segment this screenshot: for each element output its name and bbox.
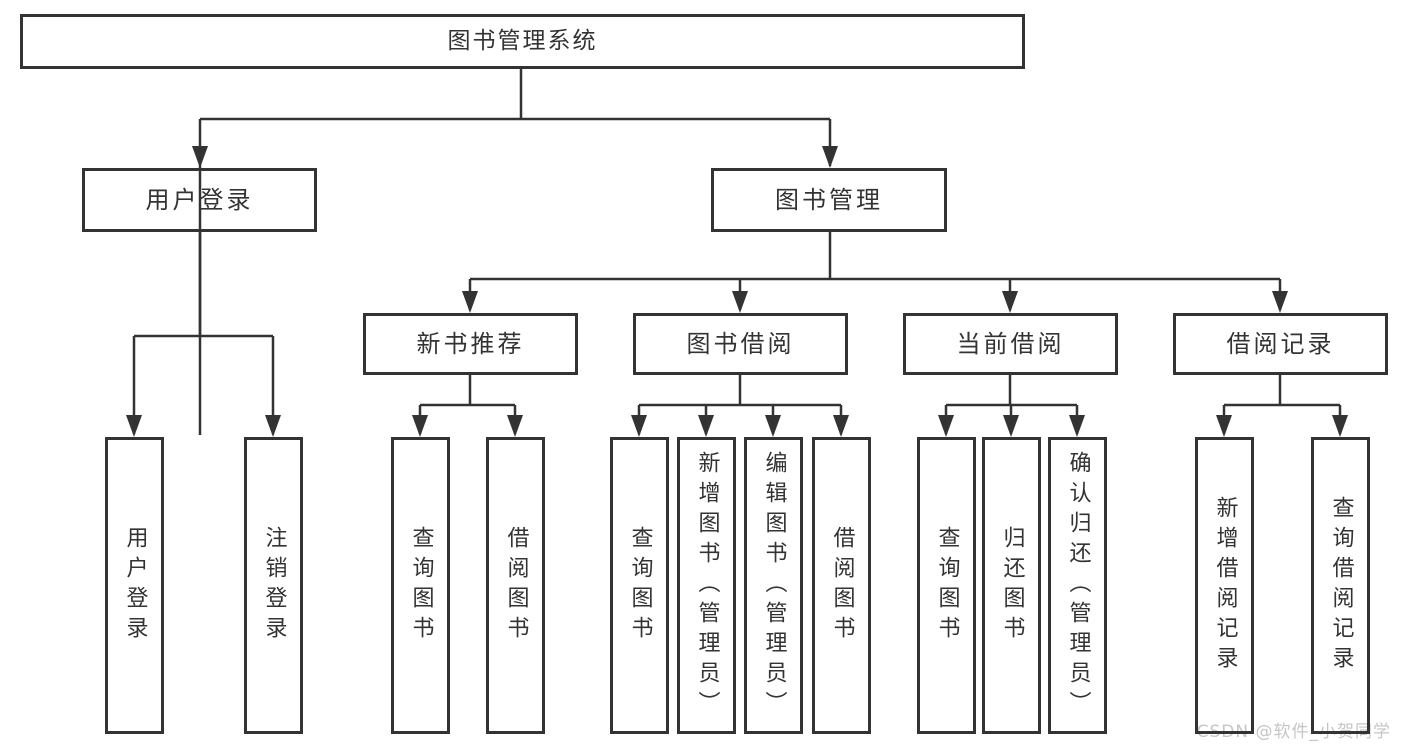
connector-current-borrow-branch xyxy=(944,375,1079,434)
arrowhead xyxy=(631,415,647,437)
leaf-cb-query-books: 查询图书 xyxy=(917,437,976,734)
node-label: 当前借阅 xyxy=(956,330,1065,358)
node-label: 借阅记录 xyxy=(1226,330,1335,358)
arrowhead xyxy=(462,291,478,313)
node-label: 借阅图书 xyxy=(829,525,855,646)
arrowhead xyxy=(265,415,281,437)
arrowhead xyxy=(192,146,208,168)
node-user-login: 用户登录 xyxy=(82,168,317,232)
node-label: 图书管理系统 xyxy=(447,28,598,54)
node-label: 新增图书（管理员） xyxy=(694,450,720,721)
arrowhead xyxy=(126,415,142,437)
arrowhead xyxy=(765,415,781,437)
leaf-cb-return-books: 归还图书 xyxy=(982,437,1041,734)
leaf-nb-borrow-books: 借阅图书 xyxy=(486,437,545,734)
node-borrow-records: 借阅记录 xyxy=(1173,313,1388,375)
node-current-borrow: 当前借阅 xyxy=(903,313,1118,375)
leaf-cb-confirm-return-admin: 确认归还（管理员） xyxy=(1048,437,1107,734)
arrowhead xyxy=(822,146,838,168)
arrowhead xyxy=(1002,291,1018,313)
connector-book-borrow-branch xyxy=(637,375,843,434)
node-label: 确认归还（管理员） xyxy=(1065,450,1091,721)
arrowhead xyxy=(1272,291,1288,313)
node-label: 归还图书 xyxy=(999,525,1025,646)
leaf-bb-query-books: 查询图书 xyxy=(610,437,669,734)
node-label: 查询图书 xyxy=(627,525,653,646)
arrowhead xyxy=(698,415,714,437)
node-label: 编辑图书（管理员） xyxy=(761,450,787,721)
node-label: 查询借阅记录 xyxy=(1328,495,1354,676)
arrowhead xyxy=(732,291,748,313)
arrowhead xyxy=(938,415,954,437)
node-book-management: 图书管理 xyxy=(711,168,947,232)
arrowhead xyxy=(1216,415,1232,437)
node-root: 图书管理系统 xyxy=(20,14,1025,69)
node-label: 查询图书 xyxy=(934,525,960,646)
leaf-bb-borrow-books: 借阅图书 xyxy=(812,437,871,734)
leaf-br-add-record: 新增借阅记录 xyxy=(1195,437,1254,734)
connector-borrow-records-branch xyxy=(1222,375,1342,434)
node-label: 查询图书 xyxy=(408,525,434,646)
connector-user-login-branch xyxy=(132,232,275,434)
connector-new-books-branch xyxy=(418,375,517,434)
connector-book-mgmt-branch xyxy=(468,232,1282,310)
arrowhead xyxy=(1003,415,1019,437)
connector-root-branch xyxy=(198,68,832,435)
node-label: 用户登录 xyxy=(122,525,148,646)
leaf-user-login: 用户登录 xyxy=(105,437,164,734)
node-label: 图书借阅 xyxy=(686,330,795,358)
node-label: 图书管理 xyxy=(775,186,883,214)
node-label: 注销登录 xyxy=(261,525,287,646)
node-label: 新增借阅记录 xyxy=(1212,495,1238,676)
leaf-br-query-record: 查询借阅记录 xyxy=(1311,437,1370,734)
watermark: CSDN @软件_小贺同学 xyxy=(1196,722,1391,742)
arrowhead xyxy=(412,415,428,437)
leaf-bb-add-books-admin: 新增图书（管理员） xyxy=(677,437,736,734)
leaf-bb-edit-books-admin: 编辑图书（管理员） xyxy=(744,437,803,734)
node-label: 用户登录 xyxy=(145,186,254,214)
node-book-borrow: 图书借阅 xyxy=(633,313,848,375)
arrowhead xyxy=(833,415,849,437)
arrowhead xyxy=(1332,415,1348,437)
node-label: 新书推荐 xyxy=(416,330,525,358)
leaf-nb-query-books: 查询图书 xyxy=(391,437,450,734)
arrowhead xyxy=(507,415,523,437)
node-label: 借阅图书 xyxy=(503,525,529,646)
leaf-logout: 注销登录 xyxy=(244,437,303,734)
arrowhead xyxy=(1069,415,1085,437)
node-new-book-recommend: 新书推荐 xyxy=(363,313,578,375)
